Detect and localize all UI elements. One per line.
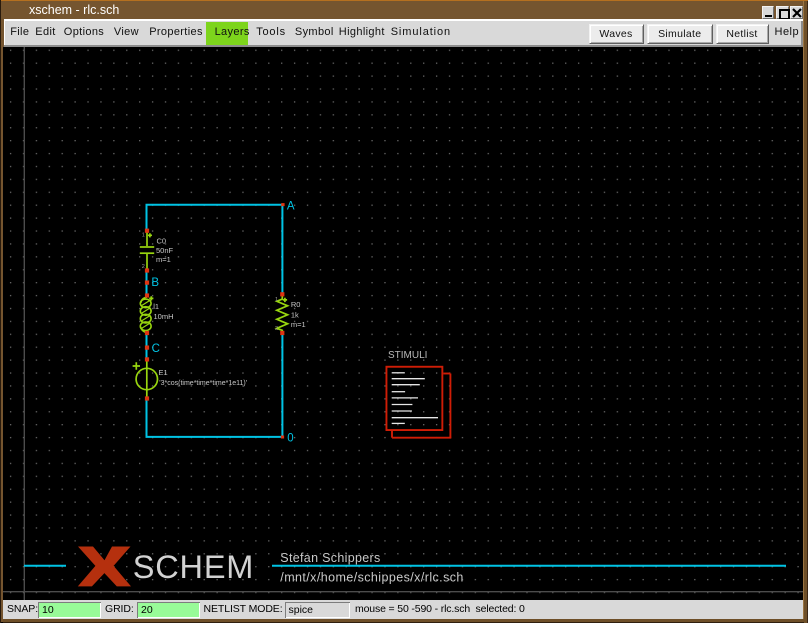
svg-text:B: B	[151, 277, 159, 289]
svg-text:E1: E1	[159, 367, 168, 376]
svg-text:l1: l1	[153, 301, 159, 310]
svg-text:10mH: 10mH	[154, 311, 174, 320]
svg-text:A: A	[287, 200, 295, 212]
svg-text:m=1: m=1	[291, 320, 306, 329]
svg-text:C0: C0	[157, 236, 167, 245]
svg-text:2: 2	[275, 325, 278, 331]
svg-text:0: 0	[287, 432, 293, 444]
svg-text:R0: R0	[291, 300, 301, 309]
svg-text:Stefan Schippers: Stefan Schippers	[280, 550, 380, 564]
svg-text:50nF: 50nF	[156, 245, 174, 254]
svg-text:/mnt/x/home/schippes/x/rlc.sch: /mnt/x/home/schippes/x/rlc.sch	[280, 570, 464, 584]
svg-text:SCHEM: SCHEM	[133, 549, 254, 585]
svg-text:C: C	[152, 343, 160, 355]
svg-text:STIMULI: STIMULI	[388, 350, 427, 361]
svg-text:2: 2	[142, 264, 145, 270]
svg-text:1: 1	[275, 296, 278, 302]
svg-text:1k: 1k	[291, 310, 299, 319]
svg-text:'3*cos(time*time*time*1e11)': '3*cos(time*time*time*1e11)'	[159, 379, 247, 386]
svg-text:1: 1	[142, 232, 145, 238]
svg-text:m=1: m=1	[156, 254, 171, 263]
